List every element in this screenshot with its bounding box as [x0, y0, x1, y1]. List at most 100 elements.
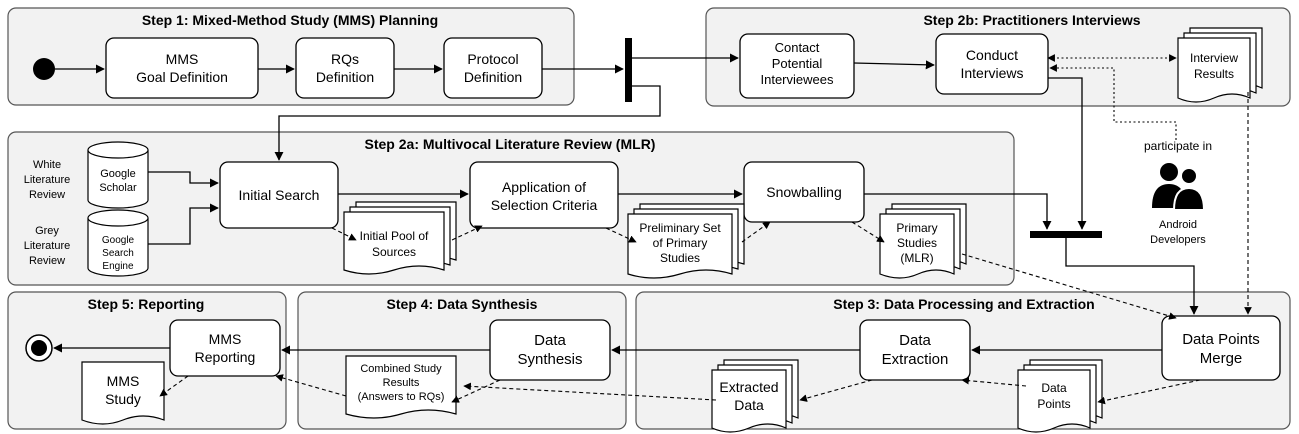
activity-selection-criteria: Application of Selection Criteria — [469, 161, 619, 229]
database-label: Scholar — [99, 182, 137, 194]
objflow-extracted-to-combined — [463, 382, 717, 401]
activity-snowballing: Snowballing — [743, 161, 865, 223]
activity-label: MMS — [209, 331, 242, 347]
document-label: Study — [105, 391, 141, 407]
flow-scholar-to-search — [148, 171, 219, 188]
document-label: of Primary — [653, 236, 708, 250]
step-4-title: Step 4: Data Synthesis — [387, 296, 538, 312]
activity-label: Synthesis — [517, 351, 582, 368]
objflow-pool-to-selection — [451, 225, 483, 241]
activity-label: Initial Search — [239, 187, 320, 203]
activity-label: Extraction — [882, 351, 949, 368]
step-2a-title: Step 2a: Multivocal Literature Review (M… — [365, 136, 656, 152]
document-label: Data — [734, 397, 764, 413]
flow-snowballing-to-join — [864, 193, 1052, 230]
document-label: (Answers to RQs) — [358, 391, 445, 403]
document-label: Preliminary Set — [639, 221, 721, 235]
database-label: Google — [100, 168, 135, 180]
flow-engine-to-search — [148, 203, 219, 245]
objflow-primary-to-merge — [961, 253, 1177, 320]
control-flow-arrows — [53, 53, 1199, 355]
document-label: Studies — [660, 251, 700, 265]
object-flow-arrows — [159, 92, 1252, 405]
objflow-search-to-pool — [331, 227, 357, 241]
document-label: (MLR) — [900, 251, 933, 265]
objflow-snowballing-to-primary — [851, 221, 885, 243]
activity-label: Interviews — [960, 65, 1023, 81]
document-label: Data — [1041, 381, 1067, 395]
participate-in-label: participate in — [1144, 139, 1212, 153]
database-label: Google — [102, 235, 135, 246]
objflow-points-to-extraction — [961, 376, 1027, 387]
developers-icon — [1152, 163, 1206, 211]
activity-label: Reporting — [195, 349, 256, 365]
document-label: Primary — [896, 221, 937, 235]
flow-fork-to-search — [274, 85, 661, 161]
activity-label: Merge — [1200, 350, 1243, 367]
document-label: Initial Pool of — [360, 229, 429, 243]
svg-text:Initial Search: Initial Search — [239, 187, 320, 203]
activity-label: Contact — [775, 40, 820, 55]
step-3-title: Step 3: Data Processing and Extraction — [833, 296, 1094, 312]
activity-label: Protocol — [467, 51, 518, 67]
activity-label: Selection Criteria — [491, 197, 598, 213]
activity-label: Definition — [464, 69, 522, 85]
activity-label: Snowballing — [766, 184, 842, 200]
final-node — [25, 334, 53, 362]
document-label: Points — [1037, 397, 1070, 411]
participation-links — [1047, 54, 1177, 140]
step-5-title: Step 5: Reporting — [88, 296, 205, 312]
activity-label: Definition — [316, 69, 374, 85]
activity-label: Conduct — [966, 47, 1018, 63]
activity-label: MMS — [166, 51, 199, 67]
activity-label: Application of — [502, 179, 586, 195]
step-1-title: Step 1: Mixed-Method Study (MMS) Plannin… — [142, 12, 438, 28]
document-initial-pool: Initial Pool of Sources — [343, 201, 457, 275]
objflow-selection-to-prelim — [605, 227, 637, 243]
activity-label: RQs — [331, 51, 359, 67]
activity-label: Data Points — [1182, 331, 1260, 348]
objflow-merge-to-points — [1097, 379, 1201, 405]
flow-join-to-merge — [1065, 238, 1199, 315]
objflow-synthesis-to-combined — [451, 379, 501, 403]
join-bar — [1030, 231, 1102, 238]
document-label: Sources — [372, 245, 416, 259]
objflow-extraction-to-extracted — [799, 379, 873, 402]
flow-contact-to-conduct — [853, 60, 935, 70]
svg-text:Snowballing: Snowballing — [766, 184, 842, 200]
objflow-combined-to-reporting — [275, 374, 347, 397]
objflow-prelim-to-snowballing — [741, 221, 771, 243]
objflow-reporting-to-study — [159, 375, 189, 397]
flow-conduct-to-join — [1048, 77, 1087, 230]
document-label: Combined Study — [360, 363, 442, 375]
document-label: Results — [383, 377, 420, 389]
